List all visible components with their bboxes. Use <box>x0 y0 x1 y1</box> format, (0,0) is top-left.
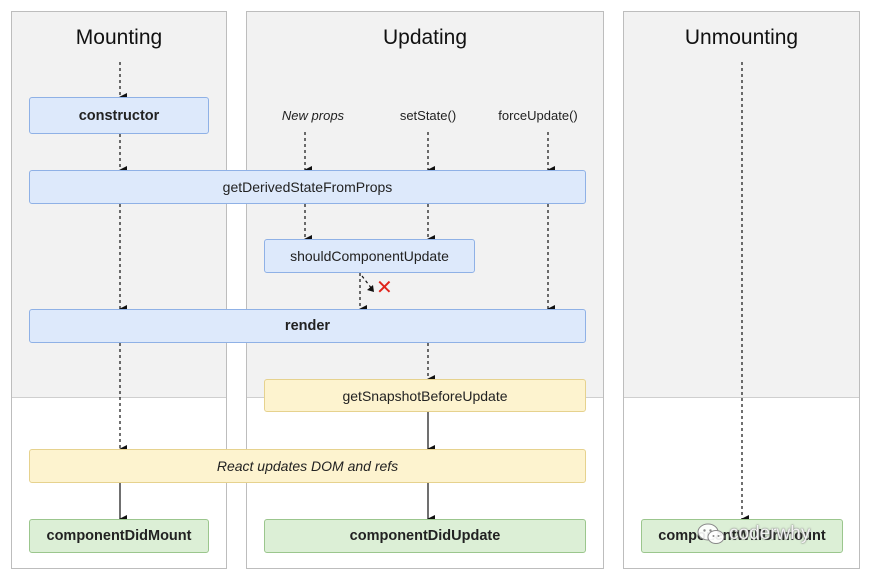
node-render: render <box>29 309 586 343</box>
stop-x-icon: ✕ <box>376 277 393 299</box>
unmounting-phase-divider <box>624 397 859 398</box>
trigger-set-state: setState() <box>399 108 457 123</box>
node-component-did-mount: componentDidMount <box>29 519 209 553</box>
node-component-did-update: componentDidUpdate <box>264 519 586 553</box>
node-component-will-unmount: componentWillUnmount <box>641 519 843 553</box>
mounting-title: Mounting <box>75 26 163 49</box>
trigger-new-props: New props <box>281 108 345 123</box>
node-should-component-update: shouldComponentUpdate <box>264 239 475 273</box>
node-react-updates-dom: React updates DOM and refs <box>29 449 586 483</box>
node-get-snapshot-before-update: getSnapshotBeforeUpdate <box>264 379 586 412</box>
mounting-phase-divider <box>12 397 226 398</box>
arrow-stop-head <box>367 285 374 292</box>
trigger-force-update: forceUpdate() <box>498 108 578 123</box>
arrow-scu-to-stop <box>361 275 373 290</box>
updating-title: Updating <box>382 26 468 49</box>
node-get-derived-state-from-props: getDerivedStateFromProps <box>29 170 586 204</box>
node-constructor: constructor <box>29 97 209 134</box>
unmounting-title: Unmounting <box>684 26 799 49</box>
